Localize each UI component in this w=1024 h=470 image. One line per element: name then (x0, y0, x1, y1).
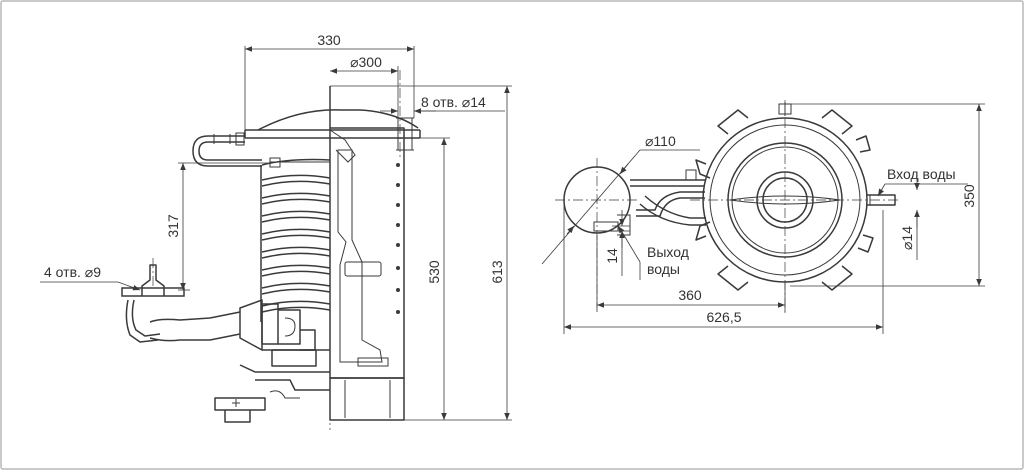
boiler-body (329, 86, 405, 421)
dim-holes-base: 4 отв. ⌀9 (40, 264, 141, 291)
dim-530: 530 (404, 137, 450, 421)
front-view: 330 ⌀300 8 отв. ⌀14 530 613 (40, 32, 512, 430)
dim-613-label: 613 (489, 260, 505, 284)
dim-diameter-110-label: ⌀110 (645, 133, 676, 149)
dim-14-offset-label: 14 (604, 248, 620, 264)
dim-360: 360 (596, 235, 786, 312)
dim-diameter-14-fitting: ⌀14 (899, 174, 920, 260)
dim-holes-base-label: 4 отв. ⌀9 (44, 264, 101, 280)
label-water-out-line2: воды (647, 261, 680, 277)
dim-626-5: 626,5 (563, 200, 884, 334)
label-water-in: Вход воды (877, 166, 968, 197)
dim-317: 317 (165, 162, 270, 291)
dim-626-5-label: 626,5 (706, 309, 741, 325)
wall-rivets (396, 163, 400, 314)
dim-317-label: 317 (165, 214, 181, 238)
dim-350: 350 (790, 103, 985, 287)
dim-330: 330 (244, 32, 415, 130)
dim-holes-top-label: 8 отв. ⌀14 (421, 94, 486, 110)
dim-diameter-300-label: ⌀300 (350, 54, 382, 70)
coil-pipe-loop (192, 132, 262, 167)
tank-lugs (695, 102, 874, 291)
heating-coil (260, 157, 331, 322)
dim-diameter-110: ⌀110 (541, 133, 700, 265)
dim-diameter-14-label: ⌀14 (899, 226, 915, 250)
boiler-lid (244, 109, 421, 163)
dim-350-label: 350 (961, 184, 977, 208)
dim-holes-top: 8 отв. ⌀14 (380, 94, 505, 114)
label-water-out: Выход воды (617, 225, 689, 280)
tank-rings (690, 100, 900, 315)
plan-pipes (593, 169, 896, 236)
dim-330-label: 330 (317, 32, 341, 48)
label-water-out-line1: Выход (647, 244, 689, 260)
label-water-in-text: Вход воды (887, 166, 956, 182)
dim-360-label: 360 (678, 287, 702, 303)
dim-613: 613 (330, 85, 512, 421)
burner-assembly (121, 258, 330, 423)
dim-diameter-300: ⌀300 (330, 54, 399, 118)
dim-530-label: 530 (426, 260, 442, 284)
plan-view: ⌀110 Вход воды ⌀14 350 Выход воды (541, 100, 985, 334)
dim-14-offset: 14 (604, 210, 630, 276)
